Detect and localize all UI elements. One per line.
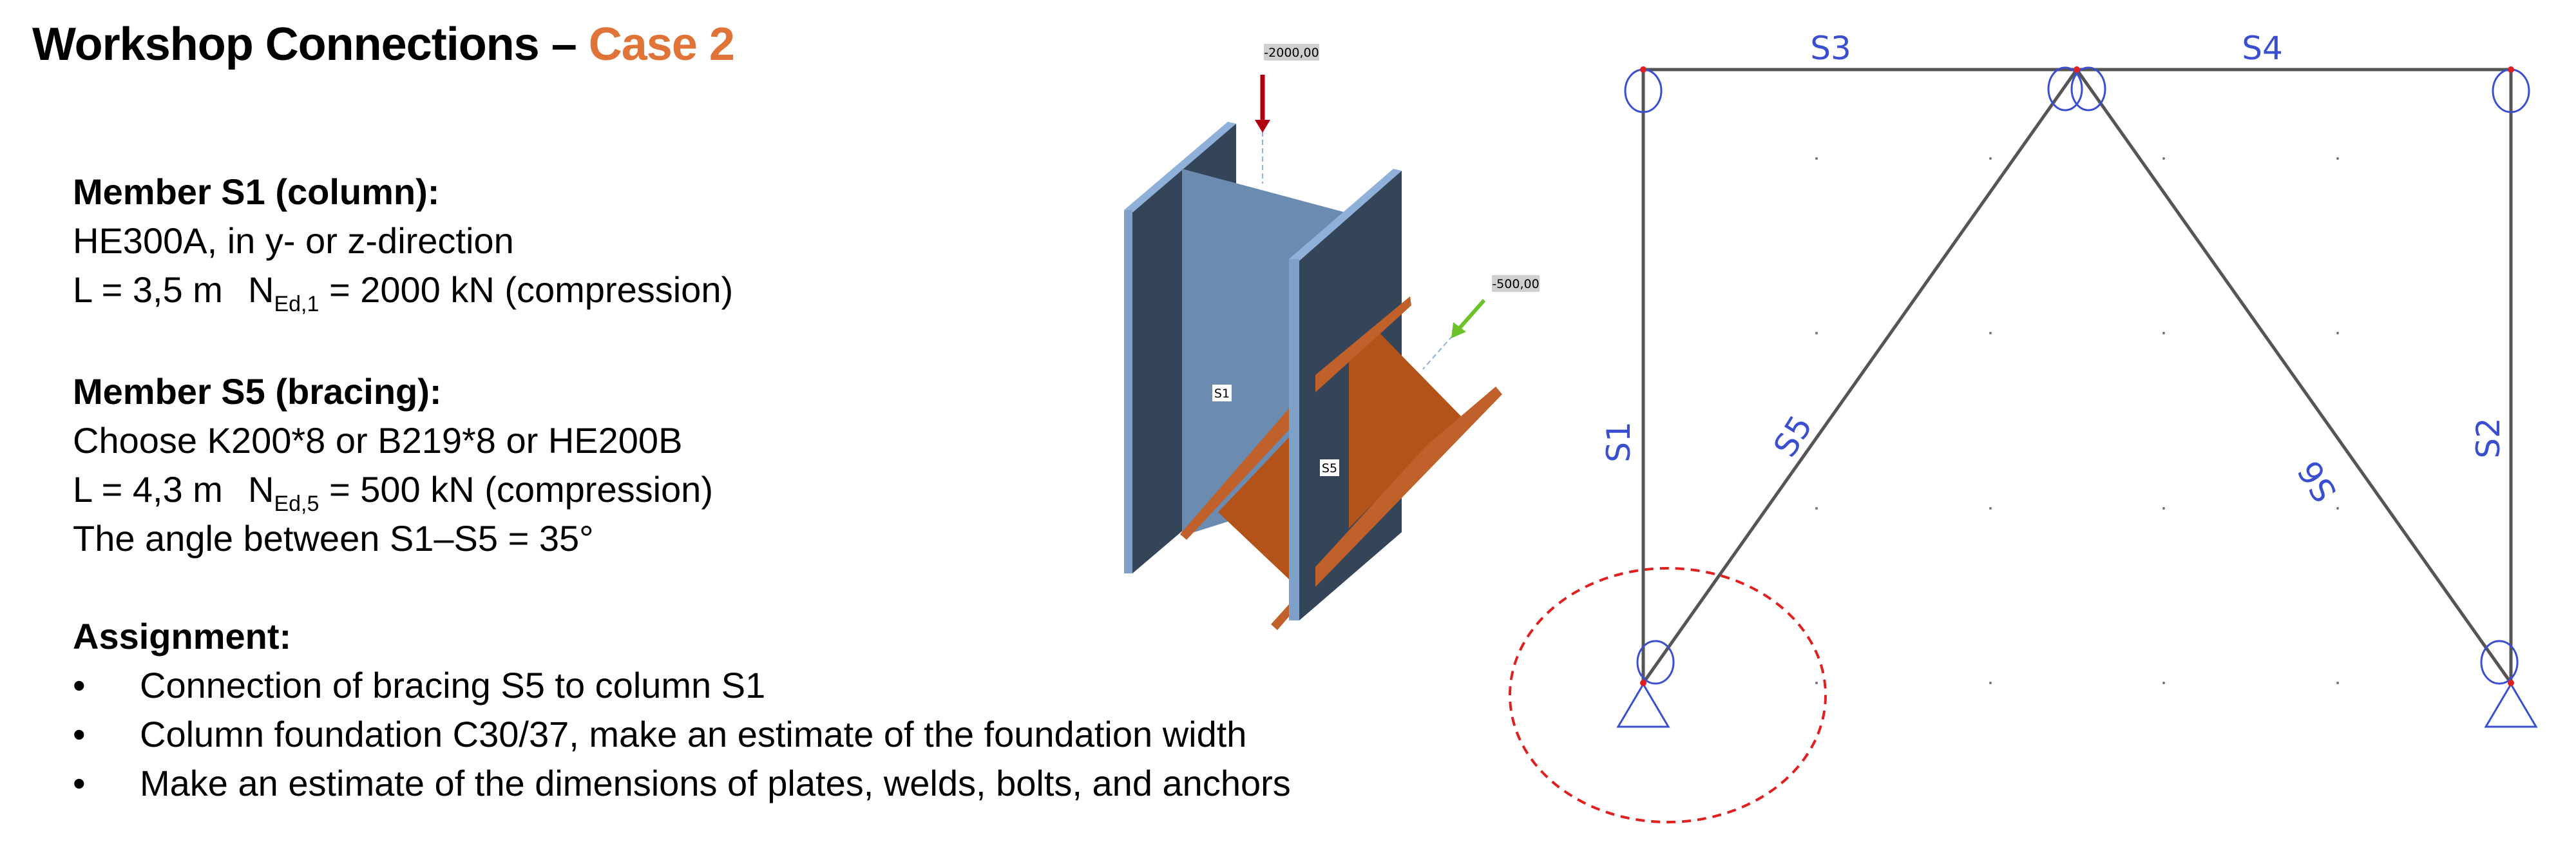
assignment-heading: Assignment: <box>73 616 292 657</box>
node-icon <box>2508 66 2514 73</box>
bracing-flange-lower <box>1315 387 1502 587</box>
member-s1-length: L = 3,5 m <box>73 269 223 310</box>
member-label-s3: S3 <box>1810 30 1851 67</box>
node-icon <box>2074 66 2080 73</box>
grid-dots <box>1815 157 2339 684</box>
title-accent: Case 2 <box>588 19 735 70</box>
member-label-s6: S6 <box>2291 454 2344 509</box>
member-s1-heading: Member S1 (column): <box>73 171 440 212</box>
member-s1-force-symbol: N <box>248 269 274 310</box>
bullet-icon: • <box>73 714 86 754</box>
column-label-box <box>1212 385 1232 401</box>
member-s5-profile: Choose K200*8 or B219*8 or HE200B <box>73 420 683 461</box>
slide-title: Workshop Connections – Case 2 <box>32 18 735 71</box>
member-s5-force-value: = 500 kN (compression) <box>319 469 713 510</box>
bracing-load-label: -500,00 <box>1492 277 1539 291</box>
bracing-stub <box>1271 604 1289 630</box>
highlight-circle <box>1509 567 1827 823</box>
member-s5 <box>1641 68 2079 684</box>
column-load-label-box <box>1264 44 1319 61</box>
member-s1-block: Member S1 (column): HE300A, in y- or z-d… <box>73 168 734 316</box>
assignment-item: • Connection of bracing S5 to column S1 <box>73 661 1291 710</box>
hinge-icon <box>2480 640 2519 685</box>
column-label: S1 <box>1214 387 1230 401</box>
assignment-item-text: Connection of bracing S5 to column S1 <box>140 665 766 705</box>
bracing-load-arrow-icon <box>1451 322 1466 338</box>
node-icon <box>1640 680 1646 686</box>
assignment-item-text: Column foundation C30/37, make an estima… <box>140 714 1247 754</box>
title-main: Workshop Connections – <box>32 19 589 70</box>
member-label-s1: S1 <box>1600 421 1637 463</box>
member-s5-heading: Member S5 (bracing): <box>73 371 442 412</box>
member-s6 <box>2075 68 2513 684</box>
member-label-s2: S2 <box>2470 417 2507 459</box>
member-label-s4: S4 <box>2242 30 2283 67</box>
node-icon <box>2508 680 2514 686</box>
bullet-icon: • <box>73 665 86 705</box>
bracing-load-axis <box>1422 335 1453 370</box>
node-icon <box>1640 66 1646 73</box>
member-s5-angle: The angle between S1–S5 = 35° <box>73 518 594 559</box>
hinge-icon <box>2070 66 2106 111</box>
column-load-label: -2000,00 <box>1264 46 1319 60</box>
bracing-web-lower <box>1218 437 1289 579</box>
bracing-web <box>1349 330 1463 528</box>
bracing-flange-left <box>1180 408 1289 540</box>
structure-frame: S3 S4 S1 S2 S5 S6 <box>1509 30 2538 823</box>
connection-3d-model: S1 S5 -2000,00 -500,00 <box>1124 44 1540 630</box>
member-s5-force-symbol: N <box>248 469 274 510</box>
bullet-icon: • <box>73 763 86 803</box>
left-flange-edge <box>1124 210 1132 573</box>
pinned-support-icon <box>1616 682 1670 728</box>
assignment-item: • Column foundation C30/37, make an estim… <box>73 710 1291 759</box>
member-s5-force-sub: Ed,5 <box>274 492 320 516</box>
assignment-item-text: Make an estimate of the dimensions of pl… <box>140 763 1291 803</box>
hinge-icon <box>2047 66 2083 111</box>
right-flange-top-edge <box>1289 169 1402 261</box>
member-s5-properties: L = 4,3 m NEd,5 = 500 kN (compression) <box>73 465 713 516</box>
bracing-load-label-box <box>1492 275 1540 292</box>
pinned-support-icon <box>2484 682 2538 728</box>
member-s1-profile: HE300A, in y- or z-direction <box>73 220 514 261</box>
assignment-item: • Make an estimate of the dimensions of p… <box>73 759 1291 808</box>
member-s1-force-sub: Ed,1 <box>274 292 320 316</box>
member-s5-length: L = 4,3 m <box>73 469 223 510</box>
bracing-flange-upper <box>1315 296 1411 392</box>
member-s1-properties: L = 3,5 m NEd,1 = 2000 kN (compression) <box>73 265 734 316</box>
bracing-load-arrow-shaft <box>1458 299 1486 329</box>
bracing-label-box <box>1320 459 1339 476</box>
right-flange-edge <box>1289 259 1299 620</box>
left-flange-top-edge <box>1124 122 1236 213</box>
bracing-label: S5 <box>1322 461 1337 475</box>
column-load-arrow-icon <box>1255 120 1270 133</box>
member-s5-block: Member S5 (bracing): Choose K200*8 or B2… <box>73 367 713 563</box>
member-label-s5: S5 <box>1766 409 1820 464</box>
hinge-icon <box>1636 640 1675 685</box>
member-s1-force-value: = 2000 kN (compression) <box>319 269 734 310</box>
assignment-block: Assignment: • Connection of bracing S5 to… <box>73 612 1291 808</box>
